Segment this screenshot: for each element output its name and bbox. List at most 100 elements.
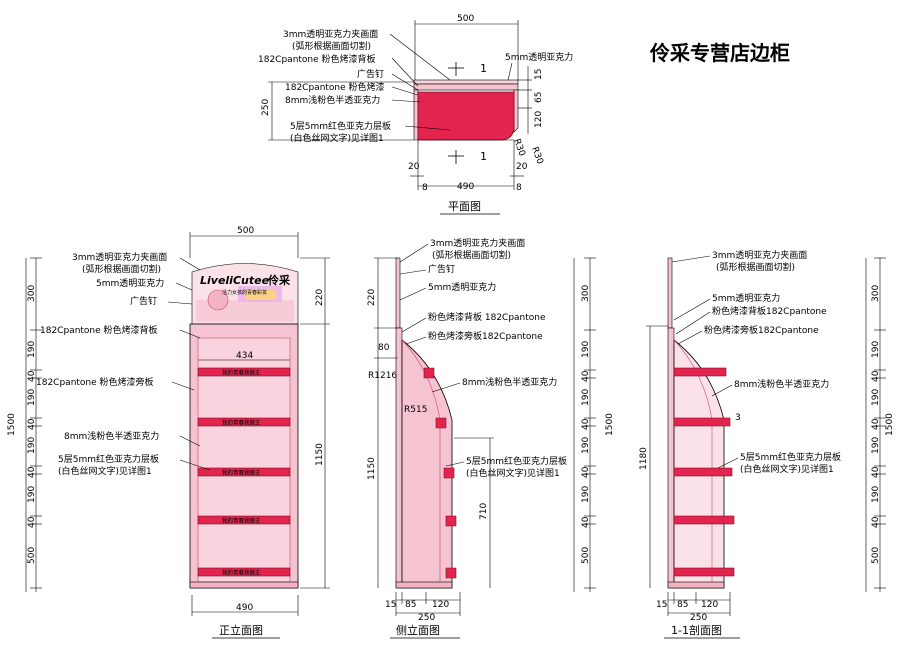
header-brand: 伶采 [267,273,291,287]
plan-dim-15: 15 [534,69,544,80]
section-dim-85: 85 [677,600,688,610]
side-label-0: 3mm透明亚克力夹画面 [430,237,525,249]
front-shelf [197,567,291,577]
side-dim-85: 85 [405,600,416,610]
scale-tick-label: 40 [581,418,591,430]
section-curved-panel [673,339,725,589]
plan-view: 500 1 1 250 15 65 120 R30 R30 [258,14,573,215]
plan-back-acrylic [413,79,519,85]
side-dim-1150: 1150 [367,457,377,480]
plan-section-mark-top: 1 [480,62,487,75]
plan-dim-8b: 8 [516,183,522,193]
front-dim-220: 220 [315,289,325,306]
side-dim-250: 250 [418,613,435,623]
plan-dim-bottom: 490 [457,182,474,192]
plan-dim-r30a: R30 [529,146,545,166]
front-label-4: 182Cpantone 粉色烤漆背板 [40,324,158,336]
side-dim-1500: 1500 [605,413,615,436]
section-dim-1500: 1500 [885,413,895,436]
scale-tick-label: 40 [581,516,591,528]
plan-label-7: (白色丝网文字)见详图1 [290,132,384,144]
front-shelf [197,467,291,477]
section-dim-15: 15 [656,600,667,610]
front-shelf-text: 我的青春我做主 [222,419,261,427]
scale-tick-label: 300 [581,285,591,302]
scale-tick-label: 300 [871,285,881,302]
front-shelf [197,367,291,377]
plan-red-shelf [417,91,515,141]
section-shelf [673,467,733,477]
plan-back-panel [413,83,519,91]
front-label-0: 3mm透明亚克力夹画面 [72,251,167,263]
plan-label-8: 5mm透明亚克力 [505,51,573,63]
front-shelf [197,515,291,525]
plan-label-6: 5层5mm红色亚克力层板 [290,120,391,132]
section-label-2: 5mm透明亚克力 [712,292,780,304]
section-shelves [673,367,735,577]
section-dim-120: 120 [701,600,718,610]
section-dim-250: 250 [690,613,707,623]
front-shelf [197,417,291,427]
scale-tick-label: 190 [27,486,37,503]
front-elevation: 500 LiveliCutee 伶采 活力女孩的青春彩妆 我的青春我做主我的青春… [7,226,330,639]
scale-tick-label: 40 [27,370,37,382]
section-shelf [673,367,727,377]
scale-tick-label: 40 [871,418,881,430]
plan-dim-left: 250 [261,99,271,116]
scale-tick-label: 190 [581,486,591,503]
side-shelves [423,367,457,579]
scale-tick-label: 190 [871,437,881,454]
scale-tick-label: 40 [871,466,881,478]
side-back-panel [395,327,403,589]
side-shelf [423,367,435,379]
header-slogan: 活力女孩的青春彩妆 [222,289,267,296]
side-label-4: 粉色烤漆背板 182Cpantone [428,311,546,323]
side-dim-r1216: R1216 [368,371,397,381]
side-shelf [443,467,455,479]
scale-tick-label: 190 [27,437,37,454]
section-label-3: 粉色烤漆背板182Cpantone [712,305,827,317]
plan-dim-20b: 20 [516,162,528,172]
side-label-8: (白色丝网文字)见详图1 [466,467,560,479]
front-label-7: 5层5mm红色亚克力层板 [58,453,159,465]
side-dim-120: 120 [432,600,449,610]
section-label-4: 粉色烤漆旁板182Cpantone [704,324,819,336]
section-label-0: 3mm透明亚克力夹画面 [712,249,807,261]
scale-tick-label: 190 [581,437,591,454]
section-label-1: (弧形根据画面切割) [716,261,795,273]
plan-section-mark-bottom: 1 [480,150,487,163]
section-shelf [673,417,731,427]
front-dim-top: 500 [237,226,254,236]
scale-tick-label: 190 [871,341,881,358]
side-dim-15: 15 [385,600,396,610]
side-label-5: 粉色烤漆旁板182Cpantone [428,330,543,342]
scale-tick-label: 40 [871,370,881,382]
side-curved-panel [401,339,453,589]
front-label-8: (白色丝网文字)见详图1 [58,465,152,477]
plan-label-5: 8mm浅粉色半透亚克力 [285,94,380,106]
side-dim-710: 710 [479,503,489,520]
front-shelf-text: 我的青春我做主 [222,469,261,477]
scale-tick-label: 40 [581,370,591,382]
front-shelf-text: 我的青春我做主 [222,369,261,377]
scale-tick-label: 190 [27,389,37,406]
sheet-title: 伶采专营店边柜 [649,41,790,65]
plan-dim-65: 65 [534,92,544,103]
front-dim-1500: 1500 [7,413,17,436]
side-shelf [435,417,447,429]
front-shelf-text: 我的青春我做主 [222,569,261,577]
front-dim-490: 490 [236,603,253,613]
plan-label-1: (弧形根据画面切割) [292,40,371,52]
front-label-1: (弧形根据画面切割) [82,263,161,275]
front-label-5: 182Cpantone 粉色烤漆旁板 [36,376,154,388]
side-dim-r515: R515 [404,405,427,415]
section-title: 1-1剖面图 [671,623,722,637]
scale-tick-label: 40 [871,516,881,528]
section-dim-3: 3 [735,413,741,423]
scale-tick-label: 190 [581,341,591,358]
scale-tick-label: 40 [27,466,37,478]
scale-tick-label: 300 [27,285,37,302]
